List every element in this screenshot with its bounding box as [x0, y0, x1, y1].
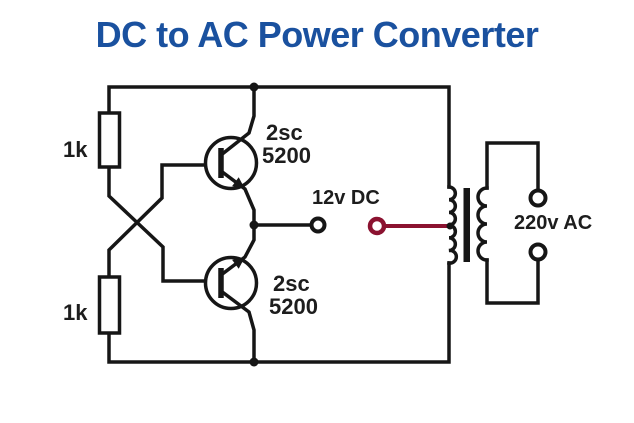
- transistor-top-collector-wire: [218, 85, 256, 158]
- transistor-top-emitter-arrow-icon: [232, 177, 245, 189]
- transformer-primary-winding: [446, 185, 459, 265]
- transistor-bottom-emitter-wire: [218, 226, 256, 278]
- transistor-top-part-number-label: 5200: [262, 143, 311, 168]
- transformer: [446, 185, 489, 265]
- resistor-top-body: [97, 111, 122, 169]
- resistor-bottom-body: [97, 275, 122, 335]
- ac-output-top-wire: [485, 141, 540, 192]
- ac-output-bottom-wire: [485, 258, 540, 305]
- resistor-bottom: 1k: [63, 275, 122, 335]
- ac-output: 220v AC: [485, 141, 592, 305]
- transistor-top-emitter-wire: [218, 168, 256, 224]
- transformer-core-bar: [463, 188, 470, 262]
- top-resistor-to-bottom-base-wire: [107, 165, 222, 283]
- transistor-bottom-part-number-label: 5200: [269, 294, 318, 319]
- dc-input-label: 12v DC: [312, 187, 380, 209]
- dc-positive-terminal: [367, 216, 387, 236]
- transistor-top-part-label: 2sc: [266, 120, 303, 145]
- transistor-bottom-collector-wire: [218, 288, 256, 364]
- transistor-top: 2sc 5200: [203, 85, 311, 224]
- transformer-secondary-winding: [476, 186, 489, 262]
- ac-output-label: 220v AC: [514, 212, 592, 234]
- bottom-resistor-to-top-base-wire: [107, 163, 222, 279]
- transistor-bottom-circle: [203, 255, 259, 311]
- ac-output-terminal-bottom: [528, 242, 548, 262]
- transistor-bottom-part-label: 2sc: [273, 271, 310, 296]
- dc-input: 12v DC: [249, 187, 454, 236]
- dc-negative-terminal: [309, 216, 327, 234]
- transistor-bottom-emitter-arrow-icon: [232, 257, 245, 269]
- ac-output-terminal-top: [528, 188, 548, 208]
- transistor-bottom: 2sc 5200: [203, 226, 318, 364]
- page-title: DC to AC Power Converter: [95, 14, 539, 55]
- resistor-top-label: 1k: [63, 137, 88, 162]
- bottom-rail-wire: [107, 261, 451, 364]
- cross-coupling-wires: [107, 163, 222, 283]
- resistor-top: 1k: [63, 111, 122, 169]
- top-rail-wire: [107, 85, 451, 189]
- resistor-bottom-label: 1k: [63, 300, 88, 325]
